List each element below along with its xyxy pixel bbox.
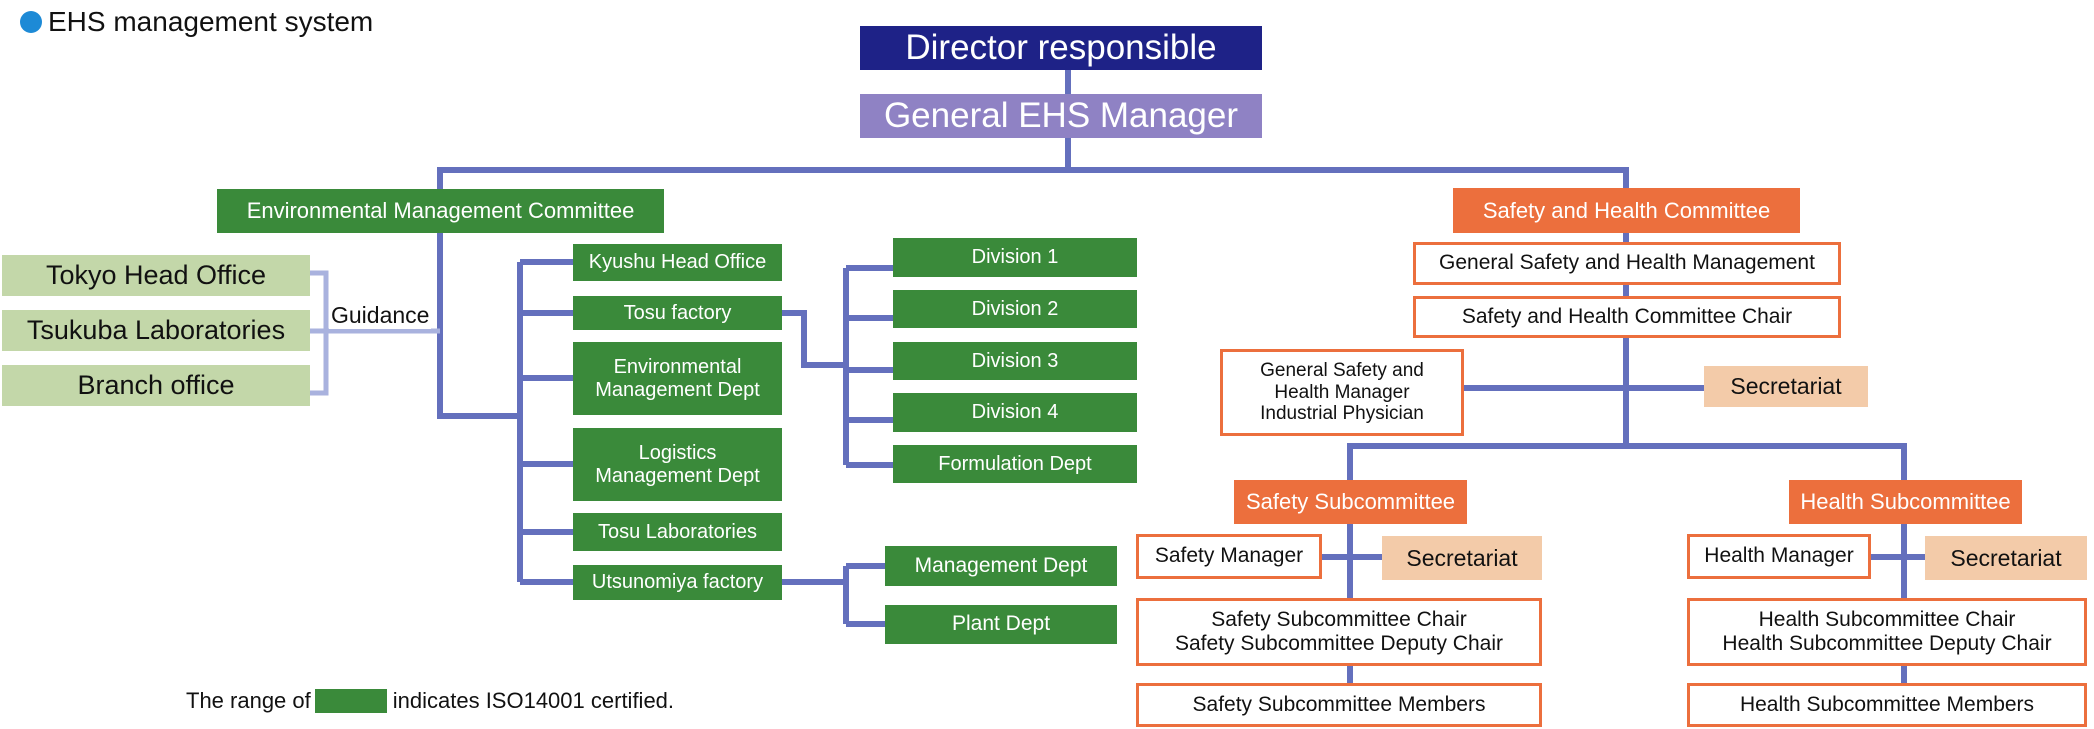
utsunomiya-plant-dept: Plant Dept [885,605,1117,644]
safety-manager-box: Safety Manager [1136,534,1322,579]
general-safety-management-box: General Safety and Health Management [1413,242,1841,285]
unit-tosu-labs: Tosu Laboratories [573,513,782,551]
health-secretariat: Secretariat [1925,536,2087,580]
iso-legend: The range of indicates ISO14001 certifie… [186,688,674,714]
tosu-division-2: Division 2 [893,290,1137,328]
health-members-box: Health Subcommittee Members [1687,683,2087,727]
guidance-label: Guidance [329,302,432,329]
health-manager-box: Health Manager [1687,534,1871,579]
general-safety-manager-box: General Safety and Health Manager Indust… [1220,349,1464,436]
utsunomiya-management-dept: Management Dept [885,546,1117,586]
header-title: EHS management system [20,6,373,38]
safety-chair-box: Safety Subcommittee Chair Safety Subcomm… [1136,598,1542,666]
tosu-formulation-dept: Formulation Dept [893,445,1137,483]
tosu-division-3: Division 3 [893,342,1137,380]
unit-logistics-dept: Logistics Management Dept [573,428,782,501]
unit-kyushu: Kyushu Head Office [573,244,782,281]
bullet-icon [20,11,42,33]
office-tsukuba: Tsukuba Laboratories [2,310,310,351]
committee-chair-box: Safety and Health Committee Chair [1413,296,1841,338]
safety-subcommittee-box: Safety Subcommittee [1234,480,1467,524]
unit-tosu-factory: Tosu factory [573,296,782,330]
unit-utsunomiya: Utsunomiya factory [573,565,782,600]
unit-env-mgmt-dept: Environmental Management Dept [573,342,782,415]
director-box: Director responsible [860,26,1262,70]
health-subcommittee-box: Health Subcommittee [1789,480,2022,524]
safety-secretariat: Secretariat [1382,536,1542,580]
safety-members-box: Safety Subcommittee Members [1136,683,1542,727]
tosu-division-1: Division 1 [893,238,1137,277]
header-title-text: EHS management system [48,6,374,37]
legend-green-swatch [314,689,387,713]
general-ehs-manager-box: General EHS Manager [860,94,1262,138]
office-branch: Branch office [2,365,310,406]
safety-health-committee-box: Safety and Health Committee [1453,188,1800,233]
secretariat-main: Secretariat [1704,366,1868,407]
legend-prefix: The range of [186,688,311,713]
tosu-division-4: Division 4 [893,393,1137,432]
office-tokyo: Tokyo Head Office [2,255,310,296]
environmental-committee-box: Environmental Management Committee [217,189,664,233]
health-chair-box: Health Subcommittee Chair Health Subcomm… [1687,598,2087,666]
legend-suffix: indicates ISO14001 certified. [392,688,675,713]
